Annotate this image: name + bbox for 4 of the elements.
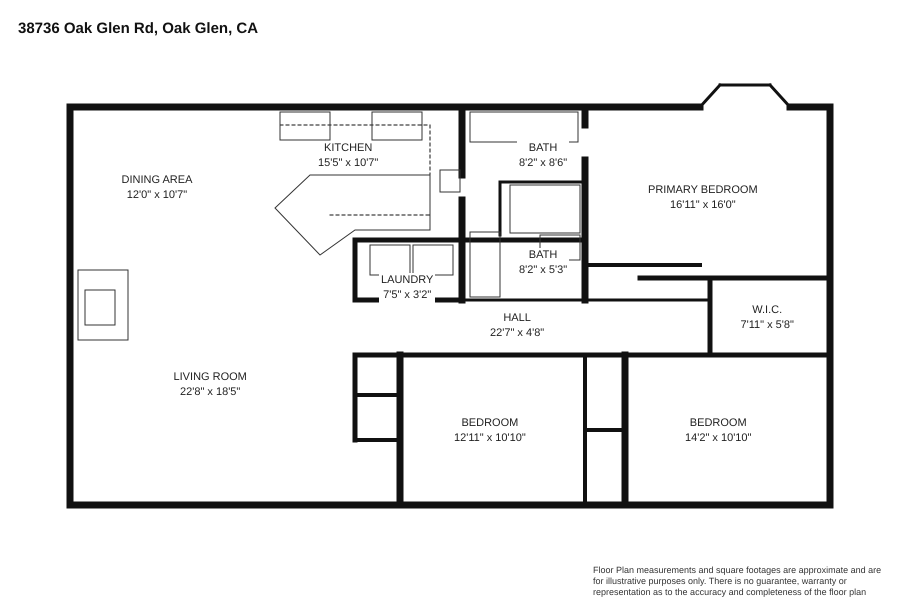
address-title: 38736 Oak Glen Rd, Oak Glen, CA: [18, 20, 258, 37]
room-label-area: [379, 273, 436, 303]
disclaimer-note: Floor Plan measurements and square footages are approximate and are for illustrative purposes only. There is no guarantee, warranty or representation as to the accuracy and completeness of the floor plan: [593, 565, 882, 598]
room-dimensions: 7'5" x 3'2": [379, 288, 436, 303]
